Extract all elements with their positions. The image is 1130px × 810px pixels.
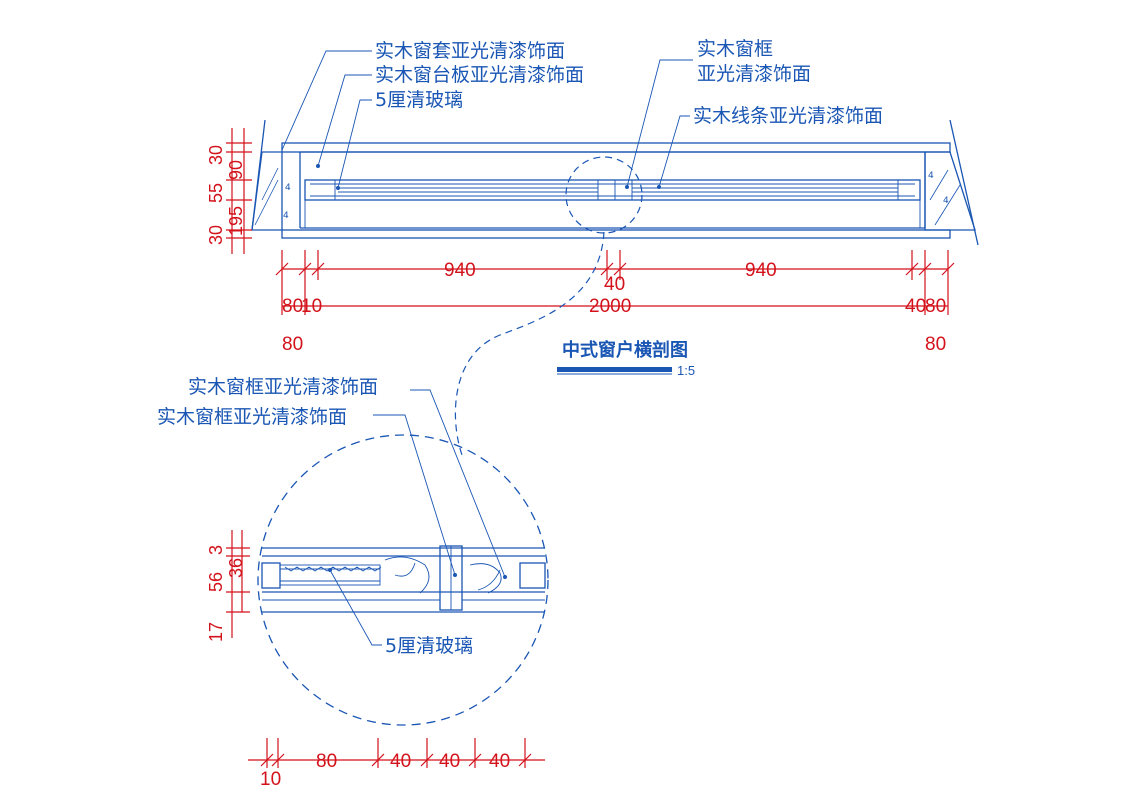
label-sill: 实木窗台板亚光清漆饰面 <box>375 64 584 86</box>
top-leaders <box>281 50 693 189</box>
detail-view <box>257 389 549 726</box>
detail-connector <box>454 231 605 456</box>
dim-80-right-below: 80 <box>925 334 946 355</box>
svg-text:4: 4 <box>928 171 934 181</box>
dim-40-right: 40 <box>905 296 926 317</box>
title-scale: 1:5 <box>677 363 695 378</box>
right-wall: 4 4 <box>924 119 979 246</box>
detail-horizontal-dimensions <box>248 738 545 768</box>
dim-80-right: 80 <box>925 296 946 317</box>
dim-v-30-bot: 30 <box>206 225 226 245</box>
detail-dim-h-80: 80 <box>316 751 337 772</box>
detail-dim-h-40b: 40 <box>439 751 460 772</box>
detail-dim-v-36: 36 <box>226 558 246 578</box>
dim-2000: 2000 <box>589 296 631 317</box>
detail-dim-h-10: 10 <box>260 769 281 790</box>
label-detail-frame-2: 实木窗框亚光清漆饰面 <box>157 406 347 428</box>
dim-v-55: 55 <box>206 183 226 203</box>
window-section: 4 4 4 4 <box>251 119 979 246</box>
dim-v-90: 90 <box>226 160 246 180</box>
svg-text:4: 4 <box>283 211 289 221</box>
dim-10-left: 10 <box>301 296 322 317</box>
title-text: 中式窗户横剖图 <box>562 339 688 361</box>
label-strip: 实木线条亚光清漆饰面 <box>693 105 883 127</box>
dim-v-30-top: 30 <box>206 145 226 165</box>
label-frame-line1: 实木窗框 <box>697 38 773 60</box>
svg-text:4: 4 <box>285 183 291 193</box>
detail-dim-v-17: 17 <box>206 622 226 642</box>
vertical-dimensions <box>226 128 252 254</box>
dim-940-right: 940 <box>745 260 777 281</box>
detail-dim-v-3: 3 <box>206 545 226 555</box>
detail-dim-h-40c: 40 <box>489 751 510 772</box>
detail-dim-h-40a: 40 <box>390 751 411 772</box>
detail-vertical-dimensions <box>226 530 250 638</box>
dim-80-left-below: 80 <box>282 334 303 355</box>
detail-section <box>261 545 546 613</box>
dim-80-left: 80 <box>282 296 303 317</box>
svg-text:4: 4 <box>943 196 949 206</box>
detail-dim-v-56: 56 <box>206 572 226 592</box>
label-detail-glass: 5厘清玻璃 <box>385 635 473 657</box>
dim-40-mid: 40 <box>604 274 625 295</box>
label-frame-line2: 亚光清漆饰面 <box>697 63 811 85</box>
label-glass-top: 5厘清玻璃 <box>375 89 463 111</box>
drawing-title: 中式窗户横剖图 1:5 <box>557 339 695 378</box>
label-casing: 实木窗套亚光清漆饰面 <box>375 40 565 62</box>
dim-940-left: 940 <box>444 260 476 281</box>
left-wall: 4 4 <box>251 119 291 231</box>
horizontal-dimensions <box>275 250 955 315</box>
label-detail-frame-1: 实木窗框亚光清漆饰面 <box>188 376 378 398</box>
dim-v-195: 195 <box>226 206 246 236</box>
